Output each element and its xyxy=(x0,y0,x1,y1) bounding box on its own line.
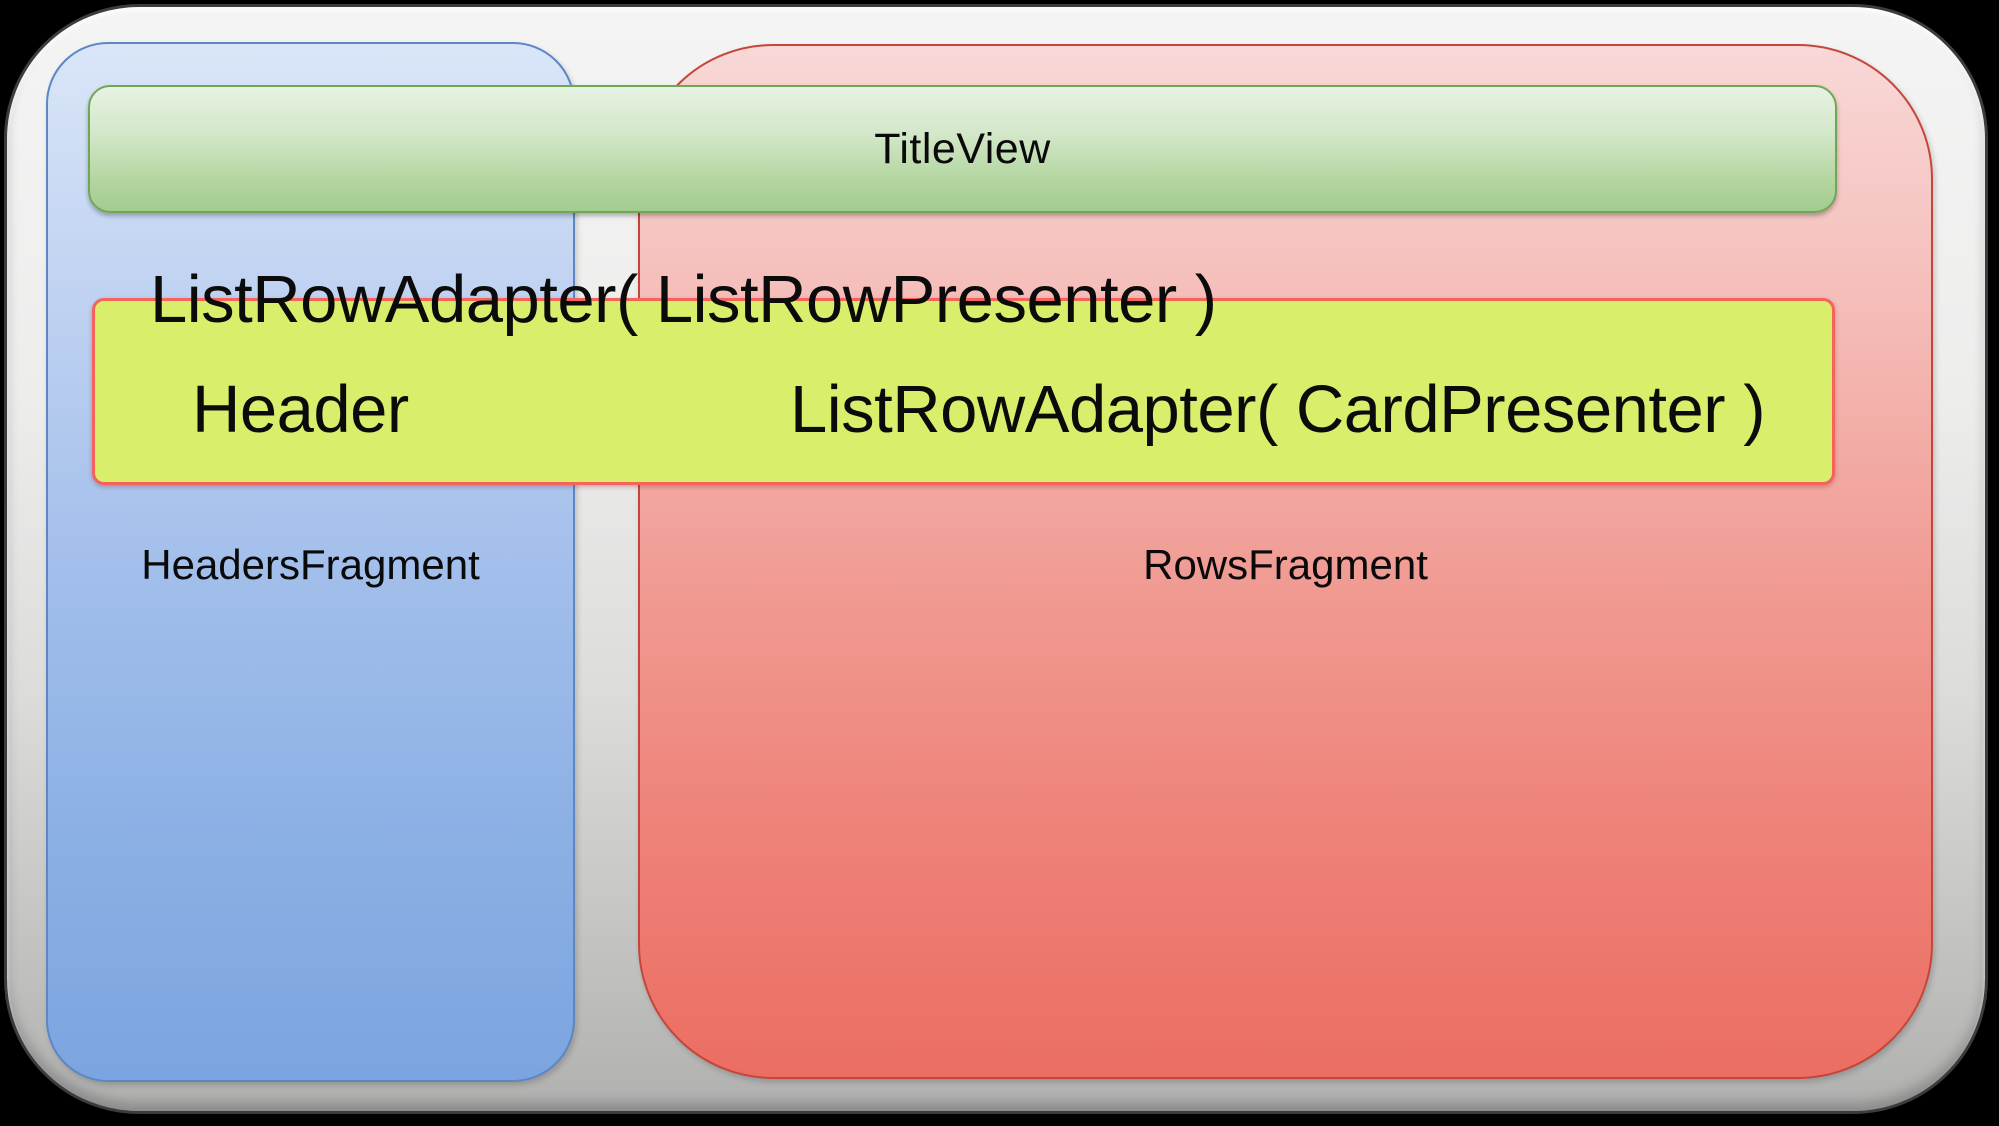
list-row-strip xyxy=(92,298,1835,485)
headers-fragment-box xyxy=(46,42,575,1082)
title-view-label: TitleView xyxy=(874,124,1051,173)
rows-fragment-box xyxy=(638,44,1933,1079)
list-row-adapter-presenter-text: ListRowAdapter( ListRowPresenter ) xyxy=(150,262,1217,337)
rows-fragment-label: RowsFragment xyxy=(1143,541,1428,588)
list-row-adapter-card-text: ListRowAdapter( CardPresenter ) xyxy=(790,372,1766,447)
header-cell-text: Header xyxy=(192,372,409,447)
headers-fragment-label: HeadersFragment xyxy=(141,541,480,588)
title-view-bar: TitleView xyxy=(88,85,1837,213)
